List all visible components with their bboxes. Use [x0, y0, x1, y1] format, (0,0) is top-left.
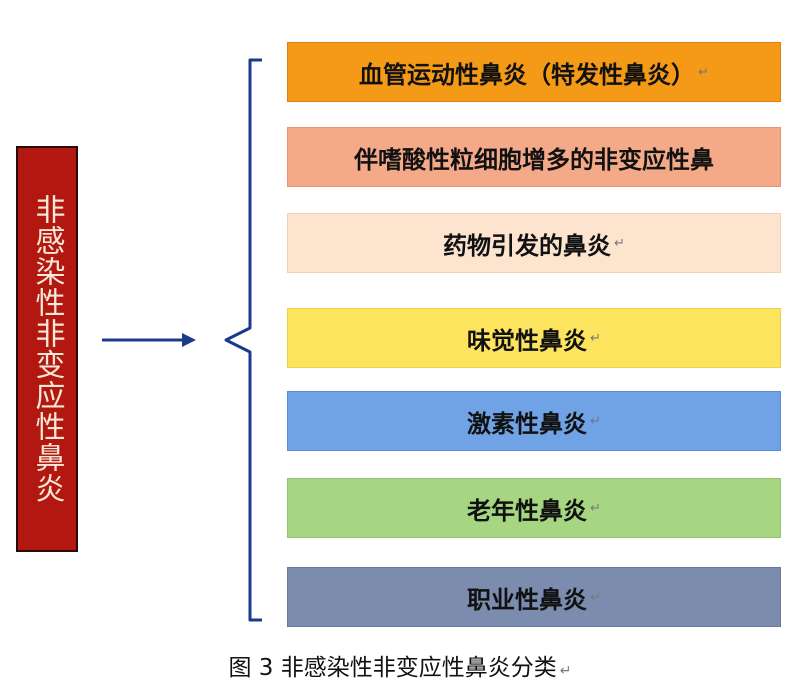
category-bar-occupational: 职业性鼻炎↵ — [287, 567, 781, 627]
return-mark: ↵ — [590, 500, 601, 516]
return-mark: ↵ — [590, 330, 601, 346]
caption-text: 图 3 非感染性非变应性鼻炎分类 — [228, 655, 557, 681]
category-bar-drug-induced: 药物引发的鼻炎↵ — [287, 213, 781, 273]
category-bar-vasomotor: 血管运动性鼻炎（特发性鼻炎）↵ — [287, 42, 781, 102]
return-mark: ↵ — [590, 589, 601, 605]
category-bar-gustatory: 味觉性鼻炎↵ — [287, 308, 781, 368]
category-label: 激素性鼻炎 — [467, 409, 588, 438]
root-node-label: 非感染性非变应性鼻炎 — [29, 194, 65, 504]
arrow-head — [182, 333, 196, 347]
category-bar-hormonal: 激素性鼻炎↵ — [287, 391, 781, 451]
category-label: 药物引发的鼻炎 — [443, 231, 612, 260]
return-mark: ↵ — [559, 663, 572, 679]
category-bar-senile: 老年性鼻炎↵ — [287, 478, 781, 538]
category-label: 血管运动性鼻炎（特发性鼻炎） — [359, 60, 696, 89]
root-node: 非感染性非变应性鼻炎 — [16, 146, 78, 552]
category-label: 伴嗜酸性粒细胞增多的非变应性鼻 — [354, 145, 714, 174]
bracket — [224, 58, 262, 622]
category-label: 味觉性鼻炎 — [467, 326, 588, 355]
return-mark: ↵ — [614, 235, 625, 251]
category-label: 职业性鼻炎 — [467, 585, 588, 614]
category-bar-eosinophilia: 伴嗜酸性粒细胞增多的非变应性鼻 — [287, 127, 781, 187]
return-mark: ↵ — [590, 413, 601, 429]
figure-caption: 图 3 非感染性非变应性鼻炎分类↵ — [0, 648, 800, 681]
category-label: 老年性鼻炎 — [467, 496, 588, 525]
return-mark: ↵ — [698, 64, 709, 80]
